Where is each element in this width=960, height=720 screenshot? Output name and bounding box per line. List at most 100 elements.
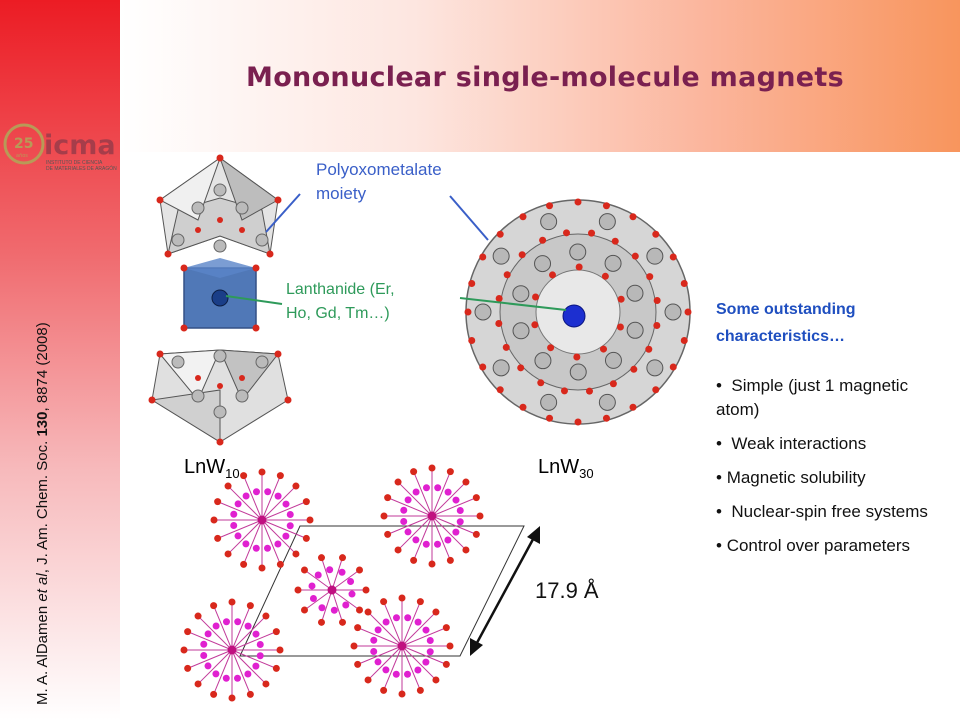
bond: [304, 589, 333, 611]
bond: [431, 471, 451, 517]
w-atom: [400, 518, 408, 526]
lnw30-label-base: LnW: [538, 456, 580, 478]
w-atom: [512, 285, 530, 303]
o-atom: [339, 618, 347, 626]
w-atom: [318, 604, 326, 612]
bond: [261, 519, 297, 555]
bond: [231, 605, 251, 651]
o-atom: [629, 403, 637, 411]
w-atom: [598, 393, 616, 411]
w-atom: [474, 303, 492, 321]
o-atom: [272, 664, 280, 672]
lnw10-polyhedra: [150, 156, 289, 443]
w-atom: [422, 658, 430, 666]
o-atom: [214, 534, 222, 542]
list-item-text: Magnetic solubility: [726, 468, 866, 487]
o-atom: [240, 472, 248, 480]
lanthanide-atom: [397, 641, 407, 651]
lanthanide-atom: [227, 645, 237, 655]
bond: [413, 515, 433, 561]
w-atom: [626, 284, 644, 302]
w-atom: [274, 492, 282, 500]
o-atom: [462, 546, 470, 554]
o-atom: [462, 478, 470, 486]
bond: [331, 557, 343, 591]
o-atom: [546, 414, 554, 422]
bond: [431, 515, 477, 535]
list-item: • Weak interactions: [716, 434, 867, 453]
w-atom: [330, 606, 338, 614]
o-atom: [302, 534, 310, 542]
o-atom: [496, 230, 504, 238]
w-atom: [426, 648, 434, 656]
logo-badge: 25: [14, 136, 33, 152]
o-atom: [617, 295, 625, 303]
o-atom: [479, 253, 487, 261]
o-atom: [380, 686, 388, 694]
w-atom: [414, 618, 422, 626]
w-atom: [404, 496, 412, 504]
logo-badge-sub: años: [16, 153, 28, 159]
o-atom: [531, 321, 539, 329]
w-atom: [382, 618, 390, 626]
bond: [261, 519, 281, 565]
w-atom: [404, 528, 412, 536]
logo-ring: [3, 123, 45, 165]
w-atom: [282, 532, 290, 540]
lanthanide-atom: [257, 515, 267, 525]
bond: [321, 557, 333, 591]
w-atom: [534, 352, 552, 370]
o-atom: [354, 624, 362, 632]
icma-logo: 25 años icma INSTITUTO DE CIENCIA DE MAT…: [3, 123, 117, 172]
bond: [431, 481, 467, 517]
lanthanide-atom: [427, 511, 437, 521]
w-atom: [598, 213, 616, 231]
bond: [243, 475, 263, 521]
o-atom: [258, 468, 266, 476]
o-atom: [602, 414, 610, 422]
lnw30-label: LnW30: [538, 456, 594, 481]
o-atom: [442, 624, 450, 632]
o-atom: [410, 468, 418, 476]
o-atom: [210, 690, 218, 698]
o-atom: [563, 229, 571, 237]
bond: [331, 589, 360, 611]
o-atom: [479, 363, 487, 371]
o-atom: [601, 272, 609, 280]
distance-arrow-line: [470, 529, 540, 653]
bond: [187, 649, 233, 669]
bond: [387, 515, 433, 535]
w-atom: [626, 321, 644, 339]
lnw10-structure: [148, 154, 292, 446]
w-atom: [412, 536, 420, 544]
bond: [431, 515, 451, 561]
o-atom: [539, 236, 547, 244]
w-atom: [382, 666, 390, 674]
o-atom: [354, 660, 362, 668]
w-atom: [204, 630, 212, 638]
o-atom: [228, 598, 236, 606]
o-atom: [272, 628, 280, 636]
w-atom: [234, 532, 242, 540]
bond: [383, 601, 403, 647]
o-atom: [258, 564, 266, 572]
w-atom: [646, 247, 664, 265]
w-atom: [286, 510, 294, 518]
bond: [367, 645, 403, 681]
w-atom: [264, 488, 272, 496]
bond: [367, 611, 403, 647]
bond: [431, 497, 477, 517]
lnw30-atoms: [464, 198, 692, 426]
w-atom: [456, 506, 464, 514]
o-atom: [574, 418, 582, 426]
left-gradient-bar: [0, 0, 120, 720]
lnw30-structure: [464, 198, 692, 426]
bond: [261, 475, 281, 521]
bond: [197, 615, 233, 651]
bond: [357, 627, 403, 647]
o-atom: [432, 676, 440, 684]
o-atom: [380, 598, 388, 606]
w-atom: [540, 213, 558, 231]
w-atom: [412, 488, 420, 496]
o-atom: [224, 550, 232, 558]
